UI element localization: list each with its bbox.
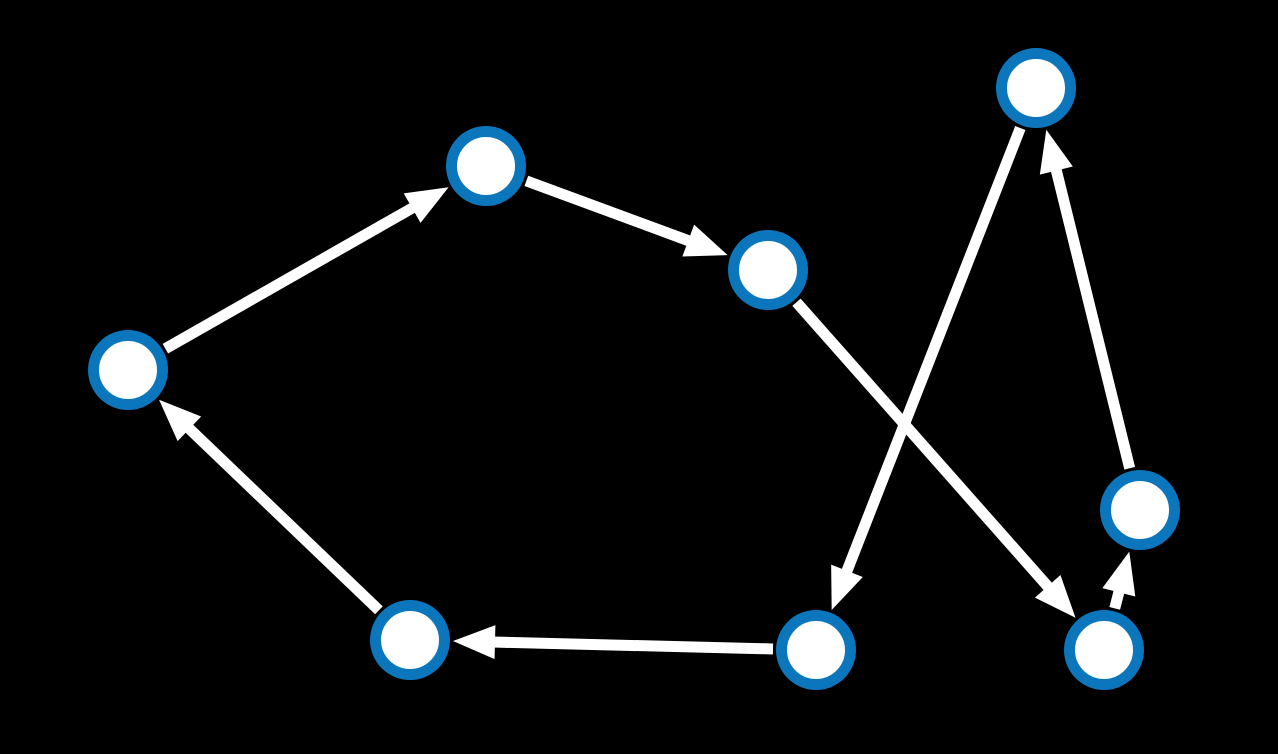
edge-shaft xyxy=(1050,167,1136,470)
edge-arrowhead-icon xyxy=(1039,129,1073,175)
edge-shaft xyxy=(492,636,774,655)
graph-node[interactable] xyxy=(1100,470,1180,550)
graph-edge xyxy=(162,187,449,354)
edge-arrowhead-icon xyxy=(682,224,728,257)
graph-edge xyxy=(159,399,383,615)
graph-node[interactable] xyxy=(446,126,526,206)
graph-edge xyxy=(831,126,1026,610)
edge-arrowhead-icon xyxy=(831,564,863,610)
graph-edge xyxy=(452,625,774,660)
edges-layer xyxy=(159,126,1136,660)
edge-arrowhead-icon xyxy=(403,187,449,223)
nodes-layer xyxy=(88,48,1180,690)
node-ring[interactable] xyxy=(728,230,808,310)
node-ring[interactable] xyxy=(776,610,856,690)
edge-arrowhead-icon xyxy=(1102,551,1136,597)
node-ring[interactable] xyxy=(88,330,168,410)
edge-shaft xyxy=(1109,589,1125,610)
node-ring[interactable] xyxy=(1100,470,1180,550)
graph-edge xyxy=(524,175,728,257)
graph-edge xyxy=(1039,129,1136,470)
edge-shaft xyxy=(162,202,417,354)
edge-arrowhead-icon xyxy=(159,399,202,442)
node-ring[interactable] xyxy=(370,600,450,680)
edge-shaft xyxy=(792,298,1054,592)
edge-arrowhead-icon xyxy=(452,625,496,660)
node-ring[interactable] xyxy=(1064,610,1144,690)
graph-node[interactable] xyxy=(776,610,856,690)
edge-arrowhead-icon xyxy=(1034,575,1076,618)
edge-shaft xyxy=(184,423,383,615)
edge-shaft xyxy=(524,175,693,247)
graph-node[interactable] xyxy=(996,48,1076,128)
graph-node[interactable] xyxy=(370,600,450,680)
graph-node[interactable] xyxy=(1064,610,1144,690)
graph-edge xyxy=(792,298,1076,618)
graph-node[interactable] xyxy=(728,230,808,310)
node-ring[interactable] xyxy=(996,48,1076,128)
graph-node[interactable] xyxy=(88,330,168,410)
graph-edge xyxy=(1102,551,1136,610)
node-ring[interactable] xyxy=(446,126,526,206)
edge-shaft xyxy=(841,126,1026,575)
